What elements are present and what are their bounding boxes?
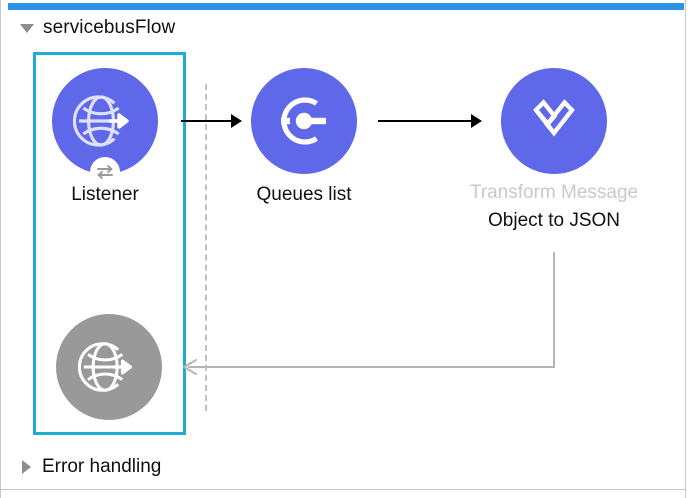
error-handling-header[interactable]: Error handling: [22, 456, 161, 478]
node-queues-list[interactable]: Queues list: [251, 68, 357, 205]
node-listener[interactable]: Listener: [52, 68, 158, 205]
source-process-divider: [205, 84, 207, 411]
editor-frame-right-border: [685, 0, 686, 498]
listener-label: Listener: [71, 184, 139, 205]
connector-queues-to-transform-arrowhead: [471, 114, 482, 128]
exchange-arrows-icon: [97, 165, 113, 179]
queues-list-label: Queues list: [256, 184, 352, 205]
flow-name-label: servicebusFlow: [43, 17, 176, 38]
editor-top-accent-bar: [8, 3, 684, 10]
exchange-arrows-badge: [90, 157, 120, 187]
transform-message-circle[interactable]: [501, 68, 607, 174]
connector-listener-to-queues-arrowhead: [231, 114, 242, 128]
connector-c-icon: [281, 97, 326, 145]
listener-circle[interactable]: [52, 68, 158, 187]
editor-frame-bottom-border: [0, 489, 686, 490]
node-error-response[interactable]: [56, 314, 162, 420]
transform-message-type-label: Transform Message: [469, 182, 639, 203]
globe-arrow-icon: [73, 95, 129, 147]
error-handling-label: Error handling: [42, 456, 162, 477]
connector-queues-to-transform-line: [378, 120, 473, 122]
connector-listener-to-queues-line: [181, 120, 233, 122]
dataweave-icon: [533, 99, 575, 137]
flow-header[interactable]: servicebusFlow: [20, 17, 175, 39]
node-transform-message[interactable]: Transform Message Object to JSON: [470, 68, 638, 231]
queues-list-circle[interactable]: [251, 68, 357, 174]
triangle-right-icon[interactable]: [22, 460, 31, 474]
error-response-circle[interactable]: [56, 314, 162, 420]
globe-arrow-icon: [78, 342, 132, 392]
triangle-down-icon[interactable]: [20, 23, 34, 33]
editor-frame-left-border: [0, 0, 1, 498]
transform-message-name-label: Object to JSON: [488, 210, 620, 231]
